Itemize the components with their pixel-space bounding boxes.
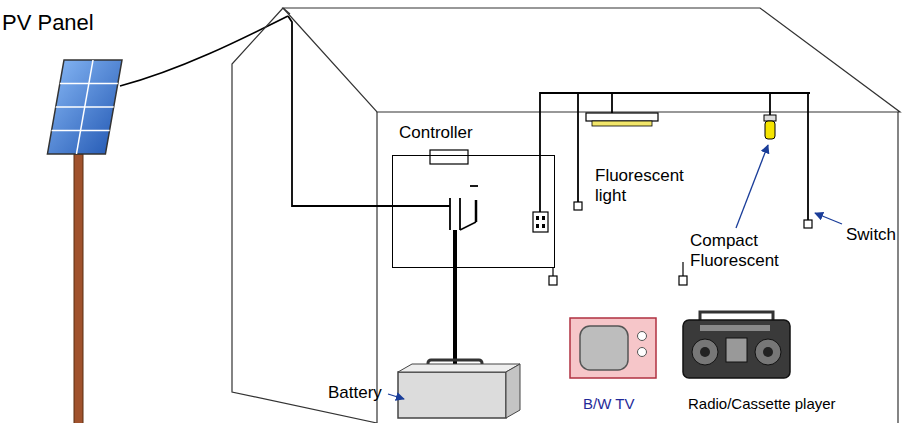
battery-cable [453, 230, 457, 366]
terminal [475, 200, 478, 222]
minus-mark [470, 185, 478, 187]
lamp-label: Fluorescent light [595, 166, 695, 205]
appliance-label: B/W TV [583, 395, 634, 412]
appliance-label: Radio/Cassette player [688, 395, 836, 412]
compact-fluorescent-bulb [764, 115, 776, 139]
terminal [449, 198, 451, 230]
controller-box: Controller [392, 155, 555, 268]
terminal [459, 198, 461, 230]
panel-label: PV Panel [2, 10, 94, 35]
panel-wire [120, 16, 288, 86]
load-wiring [540, 93, 810, 220]
bw-tv [570, 318, 656, 378]
switch [804, 220, 812, 228]
radio-cassette-player [683, 312, 790, 378]
pv-panel [47, 60, 122, 154]
leader-arrow [388, 394, 404, 399]
fluorescent-fixture [586, 113, 658, 126]
input-wire [288, 16, 450, 206]
node-heading: Controller [399, 123, 473, 143]
leader-arrow [815, 213, 842, 224]
battery-label: Battery [328, 383, 382, 403]
outlet [533, 212, 548, 232]
lamp-label: Compact Fluorescent [690, 231, 800, 270]
house-outline [232, 8, 900, 423]
terminal-link [460, 222, 476, 230]
battery [398, 360, 520, 418]
plug [549, 262, 687, 285]
switch [574, 202, 582, 210]
pole [74, 154, 83, 423]
charge-regulator [430, 150, 468, 164]
switch-label: Switch [846, 225, 896, 245]
leader-arrow [736, 145, 768, 228]
